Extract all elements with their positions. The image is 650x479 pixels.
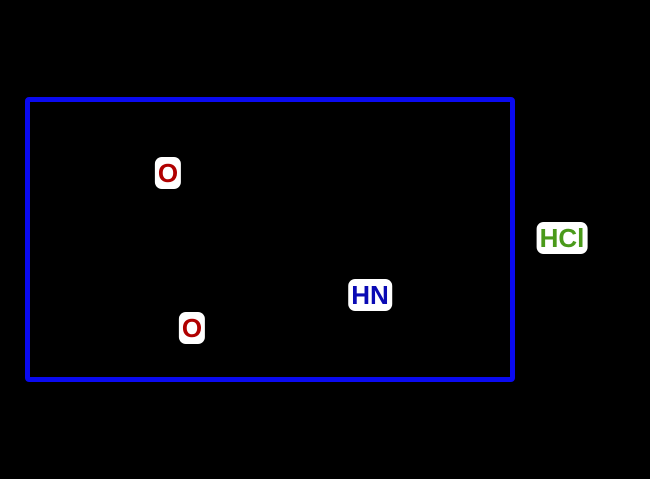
oxygen-atom-lower: O — [178, 312, 206, 344]
highlight-box — [25, 97, 515, 382]
amine-nitrogen-atom: HN — [348, 279, 392, 311]
oxygen-atom-upper: O — [154, 157, 182, 189]
hcl-salt-label: HCl — [536, 222, 588, 254]
